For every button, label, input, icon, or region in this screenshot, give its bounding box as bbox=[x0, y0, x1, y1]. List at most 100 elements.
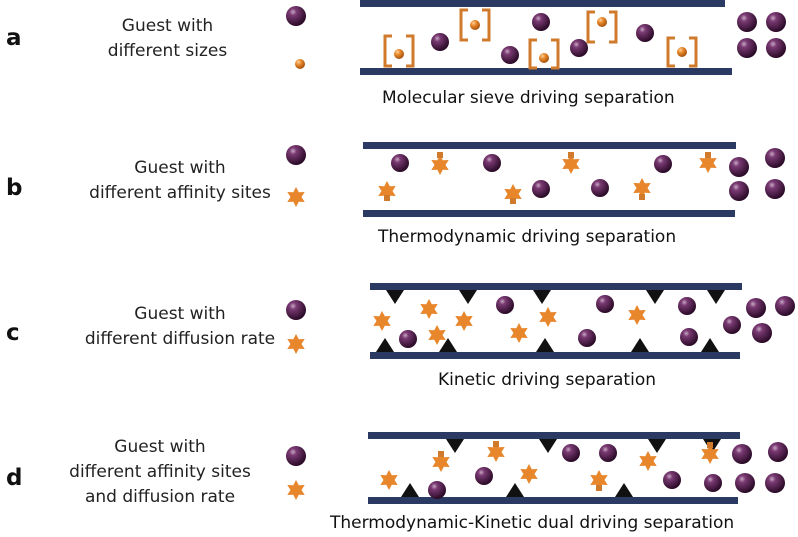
anchor-stub bbox=[493, 441, 499, 447]
orange-sphere-icon bbox=[677, 47, 687, 57]
orange-star-icon bbox=[639, 451, 657, 471]
black-triangle-icon bbox=[648, 439, 666, 453]
purple-sphere-icon bbox=[562, 444, 580, 462]
purple-sphere-icon bbox=[431, 33, 449, 51]
channel-wall bbox=[368, 432, 740, 439]
purple-sphere-icon bbox=[723, 316, 741, 334]
purple-sphere-icon bbox=[599, 444, 617, 462]
channel-wall bbox=[370, 283, 742, 290]
orange-star-icon bbox=[562, 154, 580, 174]
purple-sphere-icon bbox=[636, 24, 654, 42]
orange-star-icon bbox=[455, 311, 473, 331]
black-triangle-icon bbox=[536, 338, 554, 352]
purple-sphere-icon bbox=[596, 295, 614, 313]
orange-bracket-icon bbox=[586, 10, 618, 44]
guest-description: Guest with different affinity sites bbox=[80, 156, 280, 206]
channel-wall bbox=[363, 142, 736, 149]
panel-c: c Guest with different diffusion rate Ki… bbox=[0, 270, 798, 400]
panel-a: a Guest with different sizes Molecular s… bbox=[0, 0, 798, 130]
orange-star-icon bbox=[701, 444, 719, 464]
black-triangle-icon bbox=[446, 439, 464, 453]
purple-sphere-icon bbox=[286, 300, 306, 320]
anchor-stub bbox=[384, 195, 390, 201]
orange-star-icon bbox=[633, 178, 651, 198]
guest-line: Guest with bbox=[134, 158, 226, 178]
orange-star-icon bbox=[628, 305, 646, 325]
orange-star-icon bbox=[373, 311, 391, 331]
purple-sphere-icon bbox=[663, 471, 681, 489]
guest-line: different affinity sites bbox=[69, 462, 251, 482]
purple-sphere-icon bbox=[286, 446, 306, 466]
purple-sphere-icon bbox=[654, 155, 672, 173]
black-triangle-icon bbox=[401, 483, 419, 497]
channel-wall bbox=[360, 68, 732, 75]
purple-sphere-icon bbox=[735, 473, 755, 493]
purple-sphere-icon bbox=[737, 38, 757, 58]
anchor-stub bbox=[596, 485, 602, 491]
purple-sphere-icon bbox=[729, 157, 749, 177]
panel-d: d Guest with different affinity sites an… bbox=[0, 410, 798, 537]
purple-sphere-icon bbox=[704, 474, 722, 492]
orange-star-icon bbox=[380, 470, 398, 490]
caption: Kinetic driving separation bbox=[438, 370, 656, 390]
panel-letter: d bbox=[6, 465, 23, 491]
purple-sphere-icon bbox=[532, 13, 550, 31]
purple-sphere-icon bbox=[729, 181, 749, 201]
purple-sphere-icon bbox=[286, 145, 306, 165]
black-triangle-icon bbox=[386, 290, 404, 304]
guest-line: different sizes bbox=[107, 41, 228, 61]
purple-sphere-icon bbox=[501, 46, 519, 64]
black-triangle-icon bbox=[701, 338, 719, 352]
guest-description: Guest with different affinity sites and … bbox=[60, 435, 260, 510]
orange-star-icon bbox=[510, 323, 528, 343]
orange-star-icon bbox=[432, 452, 450, 472]
guest-description: Guest with different diffusion rate bbox=[80, 302, 280, 352]
anchor-stub bbox=[510, 198, 516, 204]
guest-line: different diffusion rate bbox=[84, 329, 276, 349]
orange-sphere-icon bbox=[539, 53, 549, 63]
anchor-stub bbox=[707, 442, 713, 448]
orange-star-icon bbox=[287, 480, 305, 500]
orange-sphere-icon bbox=[470, 20, 480, 30]
purple-sphere-icon bbox=[680, 328, 698, 346]
guest-line: Guest with bbox=[121, 16, 214, 36]
panel-letter: b bbox=[6, 175, 23, 201]
purple-sphere-icon bbox=[732, 444, 752, 464]
black-triangle-icon bbox=[707, 290, 725, 304]
orange-sphere-icon bbox=[295, 59, 305, 69]
orange-bracket-icon bbox=[383, 34, 415, 68]
panel-b: b Guest with different affinity sites Th… bbox=[0, 130, 798, 260]
black-triangle-icon bbox=[376, 338, 394, 352]
purple-sphere-icon bbox=[496, 296, 514, 314]
black-triangle-icon bbox=[539, 439, 557, 453]
purple-sphere-icon bbox=[475, 467, 493, 485]
orange-bracket-icon bbox=[666, 36, 698, 68]
anchor-stub bbox=[568, 152, 574, 158]
panel-letter: c bbox=[6, 320, 20, 346]
anchor-stub bbox=[705, 152, 711, 158]
orange-star-icon bbox=[431, 155, 449, 175]
black-triangle-icon bbox=[533, 290, 551, 304]
anchor-stub bbox=[438, 451, 444, 457]
purple-sphere-icon bbox=[286, 6, 306, 26]
purple-sphere-icon bbox=[765, 148, 785, 168]
black-triangle-icon bbox=[459, 290, 477, 304]
orange-sphere-icon bbox=[597, 17, 607, 27]
purple-sphere-icon bbox=[532, 180, 550, 198]
black-triangle-icon bbox=[506, 483, 524, 497]
orange-star-icon bbox=[378, 181, 396, 201]
anchor-stub bbox=[639, 194, 645, 200]
channel-wall bbox=[370, 352, 740, 359]
guest-line: different affinity sites bbox=[89, 183, 271, 203]
purple-sphere-icon bbox=[766, 38, 786, 58]
purple-sphere-icon bbox=[752, 323, 772, 343]
black-triangle-icon bbox=[646, 290, 664, 304]
guest-line: Guest with bbox=[134, 304, 226, 324]
purple-sphere-icon bbox=[765, 473, 785, 493]
orange-star-icon bbox=[428, 325, 446, 345]
black-triangle-icon bbox=[615, 483, 633, 497]
black-triangle-icon bbox=[439, 338, 457, 352]
channel-wall bbox=[360, 0, 725, 7]
purple-sphere-icon bbox=[399, 330, 417, 348]
